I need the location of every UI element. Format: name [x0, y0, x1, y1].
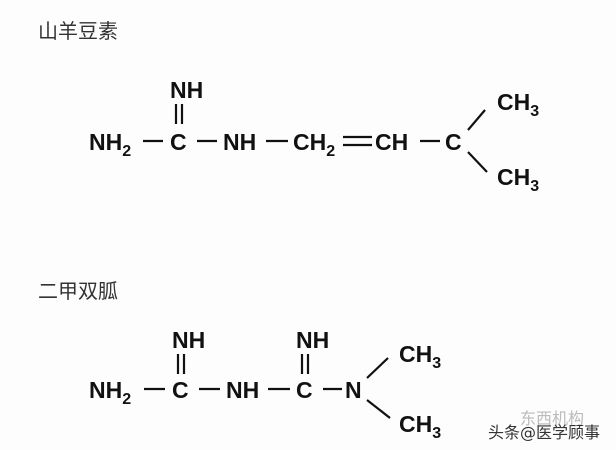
metformin-structure: 二甲双胍 NH NH NH2 C NH C N CH3 CH3 — [38, 279, 441, 442]
metformin-nh2: NH2 — [89, 377, 131, 408]
galegine-nh: NH — [223, 129, 256, 155]
metformin-c2: C — [296, 377, 313, 403]
galegine-ch3-bottom: CH3 — [497, 164, 539, 195]
metformin-ch3-bottom: CH3 — [399, 411, 441, 442]
bond — [366, 399, 391, 419]
galegine-label: 山羊豆素 — [38, 19, 118, 43]
metformin-imine-2: NH — [296, 327, 329, 353]
watermark-faint-text: 东西机构 — [520, 409, 584, 428]
watermark-text: 头条@医学顾事 — [488, 423, 600, 442]
bond — [467, 151, 488, 173]
galegine-structure: 山羊豆素 NH NH2 C NH CH2 CH C CH3 CH3 — [38, 19, 539, 195]
galegine-imine: NH — [170, 77, 203, 103]
galegine-c1: C — [170, 129, 187, 155]
metformin-ch3-top: CH3 — [399, 341, 441, 372]
metformin-imine-1: NH — [172, 327, 205, 353]
metformin-n: N — [345, 377, 362, 403]
watermark: 东西机构 头条@医学顾事 — [488, 409, 600, 442]
galegine-c2: C — [445, 129, 462, 155]
metformin-label: 二甲双胍 — [38, 279, 118, 303]
galegine-ch: CH — [375, 129, 408, 155]
galegine-ch2: CH2 — [293, 129, 335, 160]
metformin-c1: C — [172, 377, 189, 403]
galegine-ch3-top: CH3 — [497, 89, 539, 120]
bond — [366, 357, 389, 379]
galegine-nh2: NH2 — [89, 129, 131, 160]
bond — [467, 109, 486, 131]
metformin-nh: NH — [226, 377, 259, 403]
